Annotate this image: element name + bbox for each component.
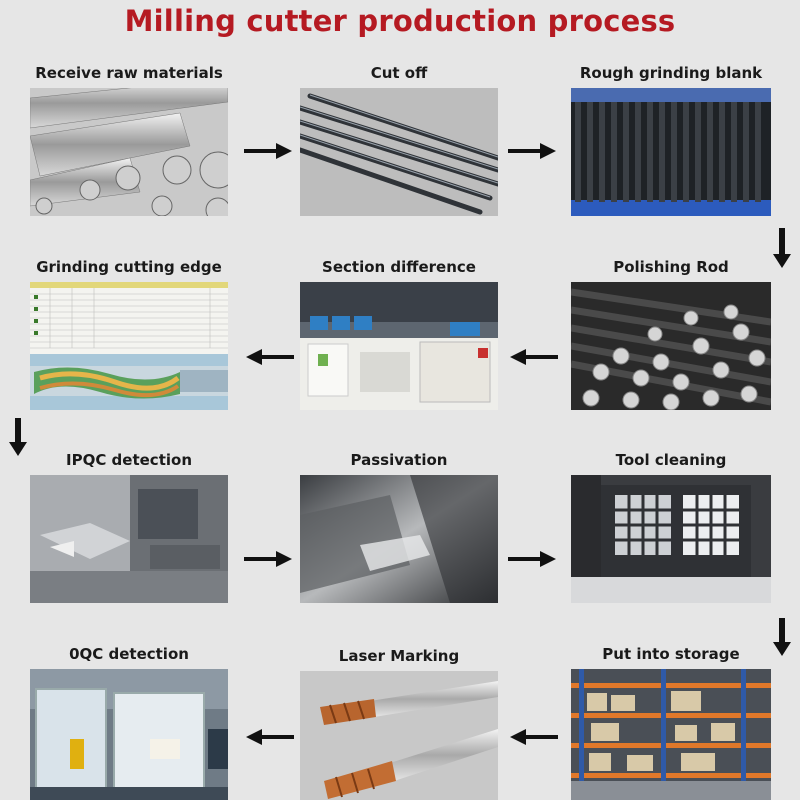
step-polishing-rod: Polishing Rod <box>571 258 771 410</box>
step-receive-raw-materials: Receive raw materials <box>30 64 228 216</box>
step-grinding-cutting-edge: Grinding cutting edge <box>30 258 228 410</box>
storage-shelves-photo <box>571 669 771 800</box>
arrow-right-icon <box>508 142 556 160</box>
step-label: Receive raw materials <box>35 64 223 82</box>
step-label: Polishing Rod <box>613 258 729 276</box>
grinding-software-screenshot <box>30 282 228 410</box>
arrow-left-icon <box>510 728 558 746</box>
step-ipqc-detection: IPQC detection <box>30 451 228 603</box>
step-tool-cleaning: Tool cleaning <box>571 451 771 603</box>
arrow-right-icon <box>508 550 556 568</box>
step-label: Laser Marking <box>338 647 460 665</box>
step-label: Grinding cutting edge <box>36 258 222 276</box>
raw-materials-photo <box>30 88 228 216</box>
step-cut-off: Cut off <box>300 64 498 216</box>
ipqc-detection-photo <box>30 475 228 603</box>
rough-grinding-photo <box>571 88 771 216</box>
step-section-difference: Section difference <box>300 258 498 410</box>
passivation-photo <box>300 475 498 603</box>
step-passivation: Passivation <box>300 451 498 603</box>
step-label: 0QC detection <box>69 645 189 663</box>
step-put-into-storage: Put into storage <box>571 645 771 800</box>
arrow-left-icon <box>246 348 294 366</box>
step-label: Cut off <box>370 64 428 82</box>
step-label: IPQC detection <box>66 451 192 469</box>
step-label: Passivation <box>350 451 448 469</box>
step-laser-marking: Laser Marking <box>300 647 498 800</box>
section-difference-photo <box>300 282 498 410</box>
arrow-right-icon <box>244 142 292 160</box>
arrow-down-icon <box>772 618 792 656</box>
arrow-down-icon <box>772 228 792 268</box>
laser-marking-photo <box>300 671 498 800</box>
arrow-left-icon <box>510 348 558 366</box>
oqc-detection-photo <box>30 669 228 800</box>
step-label: Tool cleaning <box>615 451 727 469</box>
tool-cleaning-photo <box>571 475 771 603</box>
page-title: Milling cutter production process <box>124 4 676 38</box>
polishing-rod-photo <box>571 282 771 410</box>
arrow-down-icon <box>8 418 28 456</box>
step-label: Section difference <box>322 258 476 276</box>
step-rough-grinding-blank: Rough grinding blank <box>571 64 771 216</box>
step-label: Put into storage <box>602 645 740 663</box>
step-oqc-detection: 0QC detection <box>30 645 228 800</box>
arrow-right-icon <box>244 550 292 568</box>
arrow-left-icon <box>246 728 294 746</box>
step-label: Rough grinding blank <box>579 64 763 82</box>
cut-off-photo <box>300 88 498 216</box>
